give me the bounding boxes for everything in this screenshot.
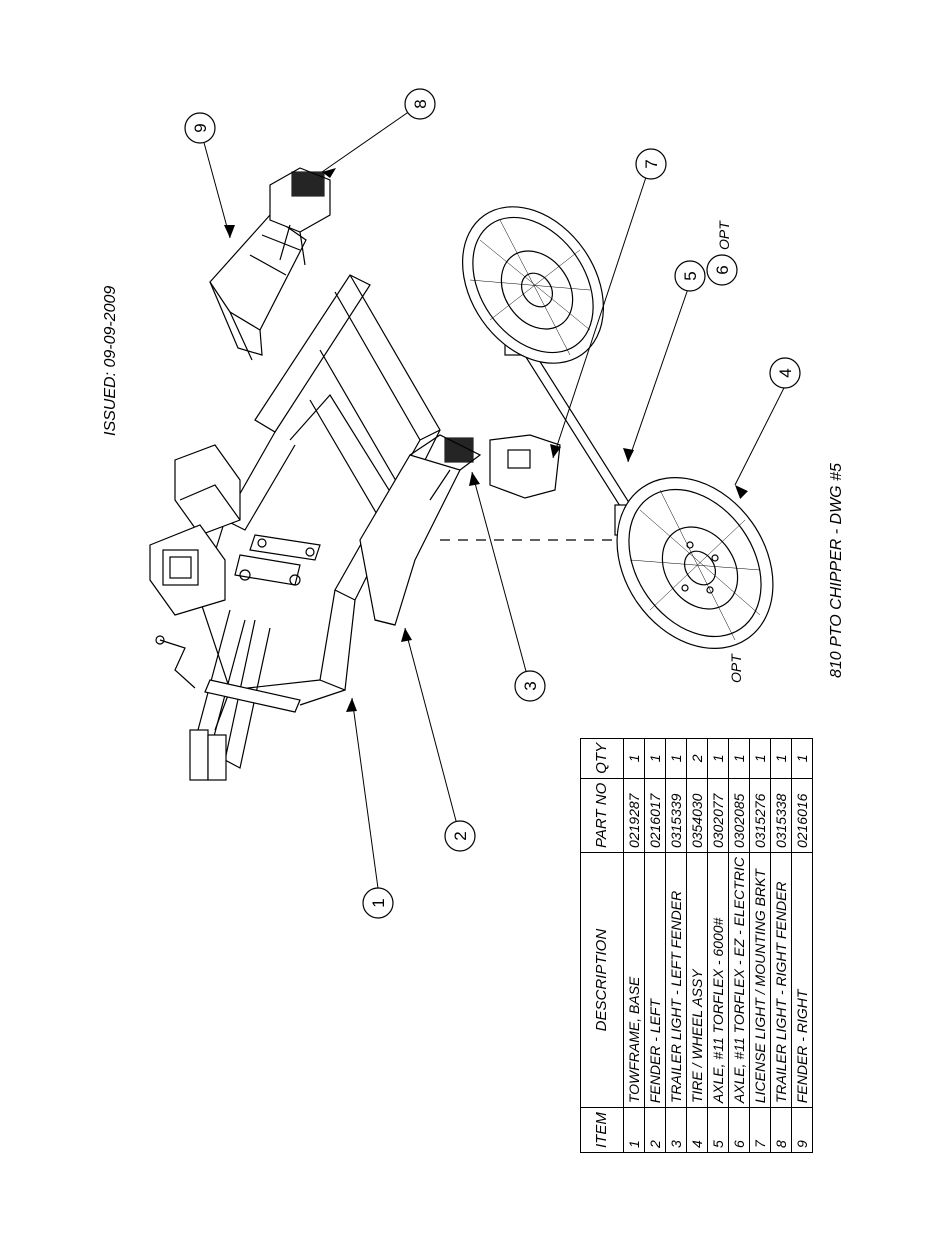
row-qty: 1 (623, 738, 645, 779)
row-part-no: 0315276 (749, 778, 771, 853)
row-description: TRAILER LIGHT - LEFT FENDER (665, 852, 687, 1108)
callout-1-label: 1 (369, 898, 388, 907)
trailer-light-right-drawing (269, 167, 331, 266)
table-row: 6 AXLE, #11 TORFLEX - EZ - ELECTRIC 0302… (728, 738, 750, 1153)
row-qty: 1 (644, 738, 666, 779)
row-qty: 1 (749, 738, 771, 779)
row-qty: 2 (686, 738, 708, 779)
row-qty: 1 (707, 738, 729, 779)
table-row: 1 TOWFRAME, BASE 0219287 1 (623, 738, 645, 1153)
parts-list: ITEM DESCRIPTION PART NO QTY 1 TOWFRAME,… (580, 738, 813, 1153)
callout-2-label: 2 (451, 831, 470, 840)
row-part-no: 0302077 (707, 778, 729, 853)
callout-9-label: 9 (191, 123, 210, 132)
row-part-no: 0302085 (728, 778, 750, 853)
row-item: 3 (665, 1107, 687, 1153)
parts-table-header: ITEM DESCRIPTION PART NO QTY (580, 738, 624, 1153)
callout-7: 7 (635, 148, 667, 180)
row-qty: 1 (791, 738, 813, 779)
callout-leaders (199, 103, 793, 904)
table-row: 7 LICENSE LIGHT / MOUNTING BRKT 0315276 … (749, 738, 771, 1153)
callout-4: 4 (769, 357, 801, 389)
row-qty: 1 (728, 738, 750, 779)
row-part-no: 0354030 (686, 778, 708, 853)
fender-left-drawing (359, 434, 482, 626)
callout-2: 2 (444, 820, 476, 852)
header-qty: QTY (580, 738, 624, 779)
table-row: 5 AXLE, #11 TORFLEX - 6000# 0302077 1 (707, 738, 729, 1153)
row-item: 5 (707, 1107, 729, 1153)
row-description: TIRE / WHEEL ASSY (686, 852, 708, 1108)
row-item: 9 (791, 1107, 813, 1153)
chipper-mount-drawing (149, 444, 321, 616)
table-row: 4 TIRE / WHEEL ASSY 0354030 2 (686, 738, 708, 1153)
wheel-top-drawing (461, 206, 605, 364)
callout-3: 3 (514, 670, 546, 702)
row-description: TRAILER LIGHT - RIGHT FENDER (770, 852, 792, 1108)
license-bracket-drawing (489, 434, 561, 499)
callout-9: 9 (184, 112, 216, 144)
row-description: FENDER - LEFT (644, 852, 666, 1108)
header-part-no: PART NO (580, 778, 624, 853)
fender-right-drawing (209, 214, 307, 361)
callout-7-label: 7 (642, 159, 661, 168)
towframe-drawing (155, 274, 441, 781)
row-qty: 1 (770, 738, 792, 779)
row-part-no: 0219287 (623, 778, 645, 853)
callout-8: 8 (404, 88, 436, 120)
row-item: 2 (644, 1107, 666, 1153)
callout-5: 5 (674, 260, 706, 292)
header-item: ITEM (580, 1107, 624, 1153)
callout-1: 1 (362, 887, 394, 919)
row-item: 8 (770, 1107, 792, 1153)
row-item: 4 (686, 1107, 708, 1153)
row-description: LICENSE LIGHT / MOUNTING BRKT (749, 852, 771, 1108)
header-description: DESCRIPTION (580, 852, 624, 1108)
row-description: AXLE, #11 TORFLEX - 6000# (707, 852, 729, 1108)
row-part-no: 0315338 (770, 778, 792, 853)
callout-6-label: 6 (713, 265, 732, 274)
table-row: 3 TRAILER LIGHT - LEFT FENDER 0315339 1 (665, 738, 687, 1153)
callout-6: 6 (706, 254, 738, 286)
row-description: FENDER - RIGHT (791, 852, 813, 1108)
row-part-no: 0216016 (791, 778, 813, 853)
callout-4-label: 4 (776, 368, 795, 377)
row-part-no: 0216017 (644, 778, 666, 853)
wheel-bottom-drawing (616, 477, 774, 649)
row-description: TOWFRAME, BASE (623, 852, 645, 1108)
row-item: 6 (728, 1107, 750, 1153)
table-row: 8 TRAILER LIGHT - RIGHT FENDER 0315338 1 (770, 738, 792, 1153)
row-description: AXLE, #11 TORFLEX - EZ - ELECTRIC (728, 852, 750, 1108)
row-part-no: 0315339 (665, 778, 687, 853)
callout-8-label: 8 (411, 99, 430, 108)
callout-5-label: 5 (681, 271, 700, 280)
row-item: 1 (623, 1107, 645, 1153)
parts-table: ITEM DESCRIPTION PART NO QTY 1 TOWFRAME,… (580, 738, 813, 1153)
row-item: 7 (749, 1107, 771, 1153)
table-row: 9 FENDER - RIGHT 0216016 1 (791, 738, 813, 1153)
table-row: 2 FENDER - LEFT 0216017 1 (644, 738, 666, 1153)
callout-3-label: 3 (521, 681, 540, 690)
row-qty: 1 (665, 738, 687, 779)
